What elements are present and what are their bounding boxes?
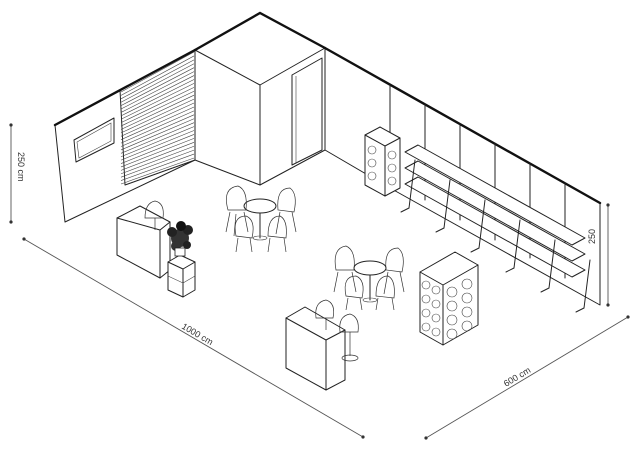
reception-counter-left [116,205,171,279]
stool-left [144,200,164,230]
wall-shelves [400,144,591,313]
cube-shelf-front [419,251,479,346]
dimension-height-right: 250 [587,203,610,307]
storage-door [291,57,323,166]
cube-shelf-back [364,126,401,197]
table-set-2 [333,245,405,311]
table-set-1 [225,185,297,253]
plant-icon [167,221,193,257]
height-right-label: 250 [587,229,597,244]
plant-stand [167,254,196,298]
dimension-height-left: 250 cm [9,123,26,224]
back-left-wall [54,49,196,223]
stool-front-1 [315,299,335,330]
storage-room [193,11,327,186]
stool-front-2 [339,313,359,362]
wall-monitor-icon [73,117,115,163]
length-label: 1000 cm [180,321,215,347]
reception-counter-front [285,306,346,391]
slatted-wall-panel [119,49,196,186]
height-left-label: 250 cm [16,152,26,182]
